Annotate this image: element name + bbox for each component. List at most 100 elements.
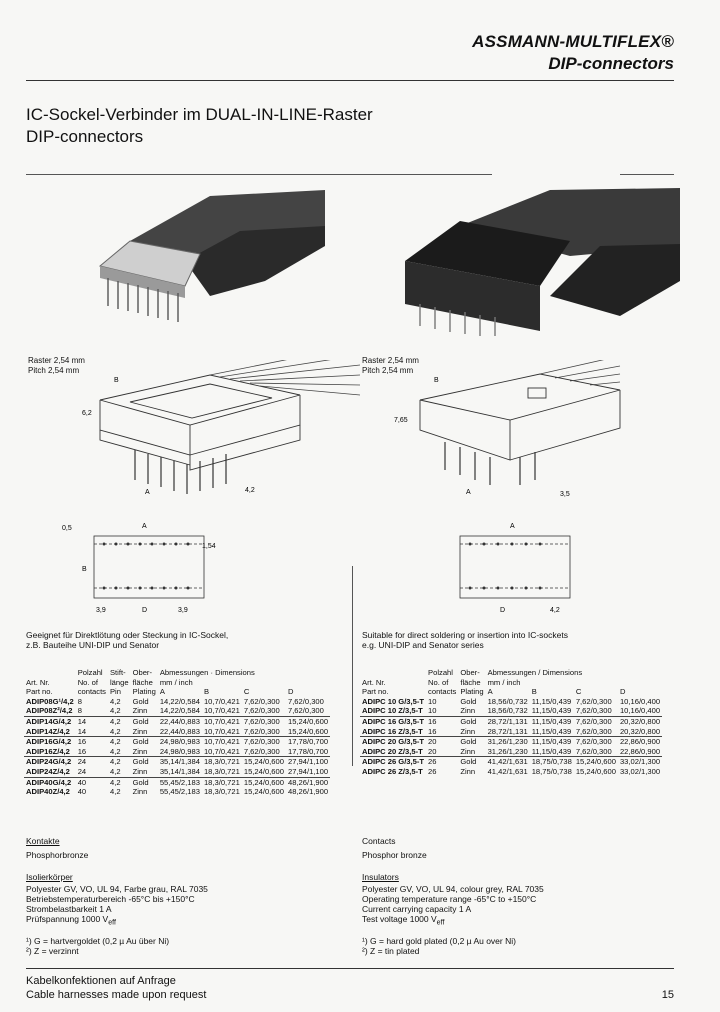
brand-name: ASSMANN-MULTIFLEX® [472,32,674,51]
cell-d: 33,02/1,300 [619,766,661,776]
right-raster-de: Raster 2,54 mm [362,356,419,365]
cell-p: 24 [77,766,87,776]
cell-n: ADIP16Z/4,2 [26,746,70,756]
cell-a: 14,22/0,584 [159,706,200,716]
cell-d: 20,32/0,800 [619,726,661,736]
header-rule [26,80,674,81]
cell-b: 10,7/0,421 [201,715,242,727]
cell-s: Zinn [132,706,148,716]
left-bottom-view: 0,5 A 1,54 D 3,9 B 3,9 [62,523,216,614]
cell-b: 18,3/0,721 [201,776,242,788]
dim-42: 4,2 [245,487,255,494]
lh-c3a: Stift- [109,668,126,677]
cell-p: 14 [75,715,108,727]
page-number: 15 [661,989,674,1001]
left-ins-3: Strombelastbarkeit 1 A [26,904,112,914]
lh-c5b: mm / inch [159,677,193,687]
lh-b: B [203,687,210,697]
cell-s: Gold [130,776,158,788]
cell-s: Gold [130,756,158,767]
lh-c1b: Part no. [26,687,53,697]
lh-c2a: Polzahl [77,668,103,677]
rh-c5b: mm / inch [487,677,521,687]
right-spec-table: Polzahl Ober- Abmessungen / Dimensions A… [360,668,663,777]
cell-b: 18,75/0,738 [529,756,574,767]
cell-n: ADIP14G/4,2 [24,715,76,727]
rh-c2a: Polzahl [428,668,453,677]
cell-c: 7,62/0,300 [241,715,286,727]
cell-c: 7,62/0,300 [573,715,618,727]
cell-d: 7,62/0,300 [287,696,324,706]
rh-a: A [487,687,493,697]
right-note-2: ²) Z = tin plated [362,946,420,956]
dim-d: D [142,607,147,614]
cell-c: 15,24/0,600 [573,756,618,767]
cell-p: 24 [75,756,108,767]
dim-a-top: A [142,523,147,530]
cell-c: 7,62/0,300 [243,746,280,756]
cell-a: 22,44/0,883 [157,715,202,727]
left-intro-line2: z.B. Bauteihe UNI-DIP und Senator [26,640,160,650]
cell-a: 55,45/2,183 [159,787,200,797]
cell-d: 7,62/0,300 [287,706,324,716]
cell-p: 16 [428,726,437,736]
cell-p: 16 [426,715,459,727]
cell-d: 27,94/1,100 [287,766,329,776]
rdim-b: B [434,377,439,384]
cell-a: 31,26/1,230 [487,746,528,756]
cell-d: 22,86/0,900 [619,746,661,756]
cell-p: 40 [77,787,87,797]
cell-s: Gold [458,736,486,747]
left-spec-table: Polzahl Stift- Ober- Abmessungen · Dimen… [24,668,331,797]
cell-b: 10,7/0,421 [203,696,240,706]
cell-a: 41,42/1,631 [487,766,528,776]
cell-s: Gold [458,715,486,727]
cell-a: 31,26/1,230 [485,736,530,747]
cell-l: 4,2 [109,726,121,736]
right-ins-4: Test voltage 1000 V [362,914,437,924]
left-note-1: ¹) G = hartvergoldet (0,2 µ Au über Ni) [26,936,170,946]
right-ins-3: Current carrying capacity 1 A [362,904,472,914]
cell-p: 20 [426,736,459,747]
brand-subtitle: DIP-connectors [548,54,674,73]
cell-s: Zinn [132,787,148,797]
lh-c3c: Pin [109,687,121,697]
left-raster-en: Pitch 2,54 mm [28,366,80,375]
cell-n: ADIP24G/4,2 [24,756,76,767]
cell-d: 15,24/0,600 [285,715,331,727]
right-pitch-label: Raster 2,54 mm Pitch 2,54 mm [362,356,419,376]
rdim-765: 7,65 [394,417,408,424]
lh-c1a: Art. Nr. [26,677,50,687]
rh-c2b: No. of [428,677,449,687]
left-insulators: Isolierkörper Polyester GV, VO, UL 94, F… [26,872,208,927]
cell-s: Gold [132,696,149,706]
right-intro-line1: Suitable for direct soldering or inserti… [362,630,568,640]
cell-s: Zinn [460,726,476,736]
left-pitch-label: Raster 2,54 mm Pitch 2,54 mm [28,356,85,376]
lh-c3b: länge [109,677,129,687]
rh-c1b: Part no. [362,687,389,697]
lh-a: A [159,687,165,697]
cell-l: 4,2 [107,736,131,747]
cell-b: 11,15/0,439 [531,726,572,736]
cell-c: 7,62/0,300 [575,696,612,706]
left-contacts-heading: Kontakte [26,836,60,846]
right-bottom-view: A D 4,2 [459,523,571,614]
left-product-photo [98,190,325,322]
right-product-photo [405,188,680,336]
cell-n: ADIPC 10 G/3,5-T [362,696,425,706]
cell-d: 10,16/0,400 [619,706,661,716]
cell-n: ADIPC 10 Z/3,5-T [362,706,423,716]
cell-b: 10,7/0,421 [201,736,242,747]
cell-a: 35,14/1,384 [159,766,200,776]
right-insulators: Insulators Polyester GV, VO, UL 94, colo… [362,872,544,927]
cell-s: Zinn [460,706,476,716]
title-line-en: DIP-connectors [26,127,144,146]
